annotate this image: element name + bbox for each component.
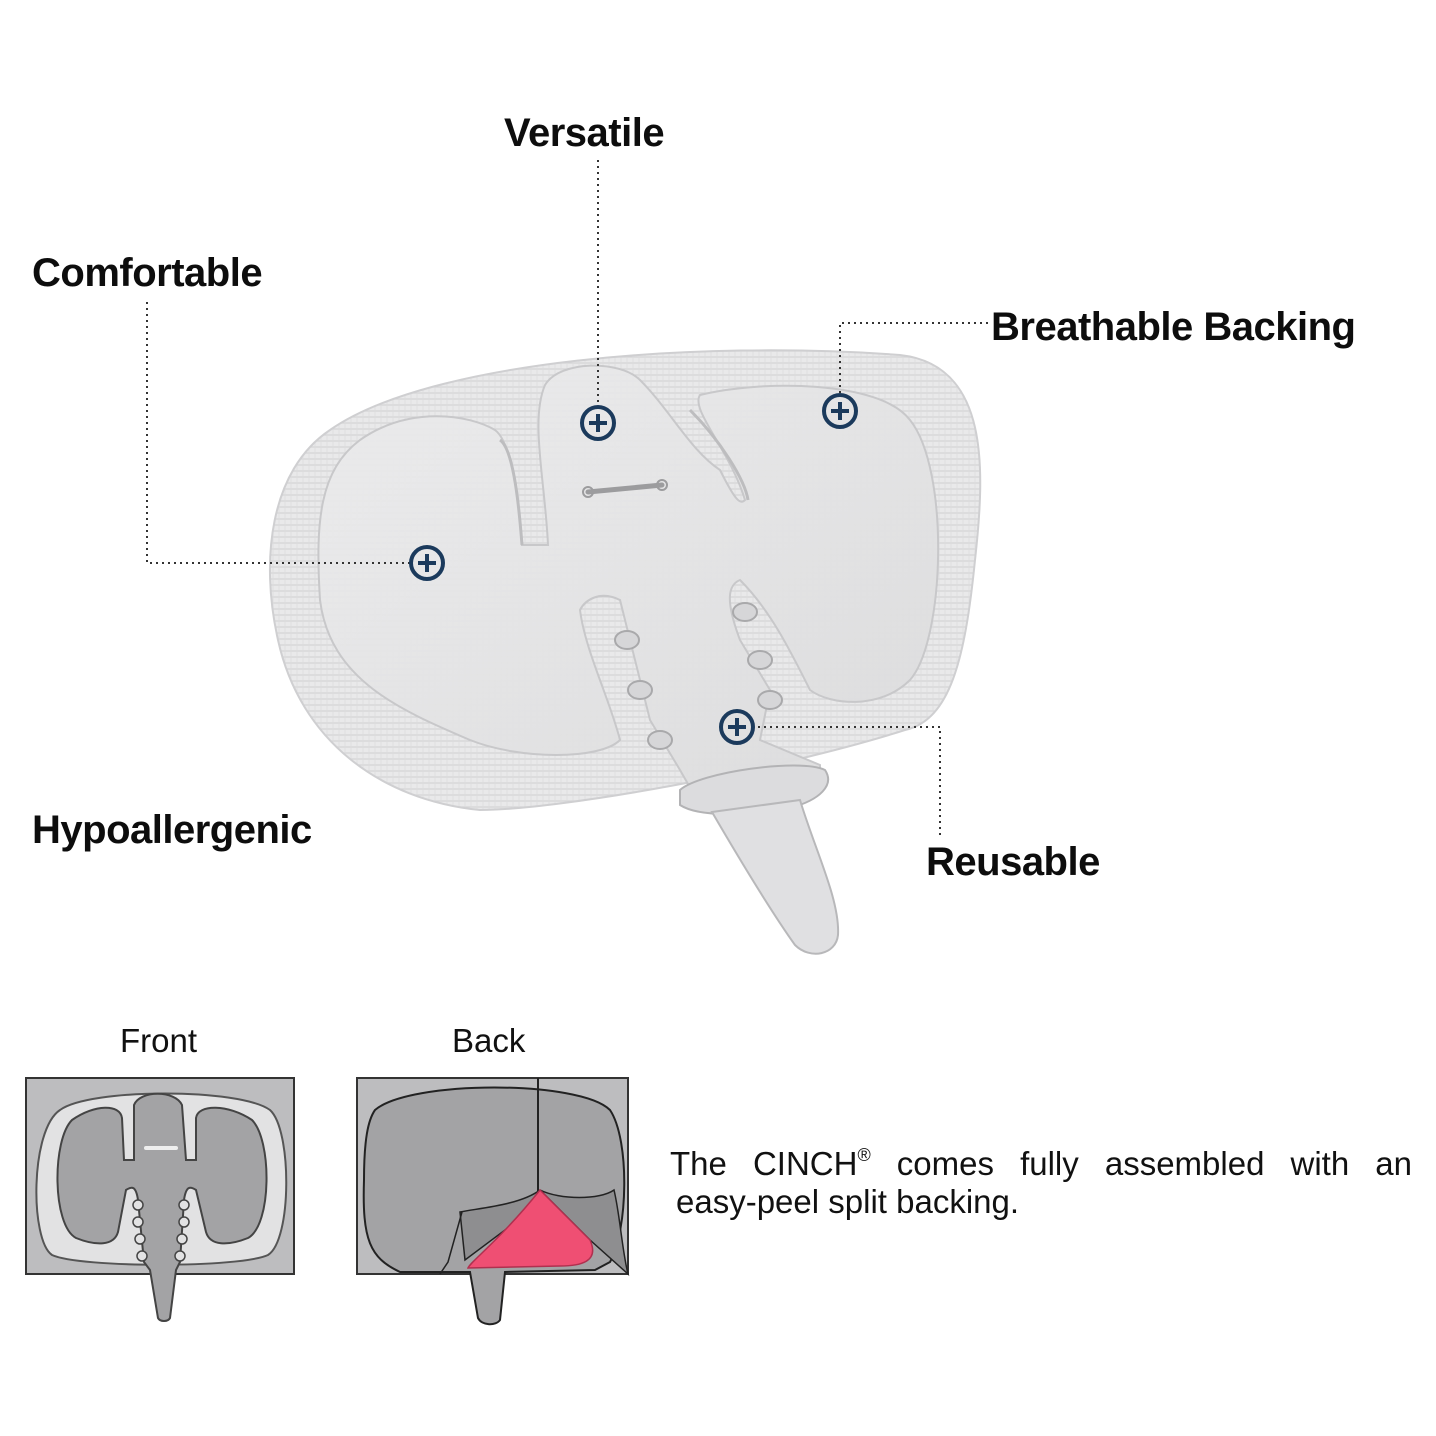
- marker-comfortable: [409, 545, 445, 581]
- gel-body: [317, 364, 940, 807]
- registered-mark: ®: [857, 1145, 871, 1165]
- back-view-label: Back: [452, 1022, 526, 1059]
- caption-word: with: [1290, 1145, 1350, 1182]
- callout-comfortable: Comfortable: [32, 251, 263, 295]
- callout-breathable-backing: Breathable Backing: [991, 305, 1356, 349]
- caption-word-brand: CINCH®: [752, 1145, 871, 1182]
- caption-word: comes: [896, 1145, 994, 1182]
- caption-line-2: easy-peel split backing.: [676, 1183, 1020, 1220]
- caption-word: assembled: [1104, 1145, 1265, 1182]
- back-diagram: [356, 1077, 630, 1326]
- peel-right: [539, 1188, 630, 1277]
- marker-versatile: [580, 405, 616, 441]
- product-illustration: [146, 160, 988, 955]
- marker-reusable: [719, 709, 755, 745]
- leader-lines: [146, 160, 988, 838]
- center-bar: [585, 482, 665, 495]
- caption-line-1: The CINCH® comes fully assembled with an: [670, 1145, 1412, 1183]
- pink-backing: [466, 1188, 594, 1269]
- left-slot: [498, 438, 524, 546]
- caption: The CINCH® comes fully assembled with an…: [670, 1145, 1412, 1221]
- caption-word: fully: [1020, 1145, 1079, 1182]
- front-view-label: Front: [120, 1022, 198, 1059]
- leader-reusable: [752, 726, 941, 838]
- front-diagram: [25, 1077, 295, 1322]
- ladder-notches: [614, 602, 783, 750]
- center-bar-hole-left: [582, 486, 594, 498]
- callout-hypoallergenic: Hypoallergenic: [32, 808, 312, 852]
- tip-spike: [710, 798, 840, 955]
- marker-breathable: [822, 393, 858, 429]
- caption-word: an: [1375, 1145, 1412, 1182]
- center-bar-hole-right: [656, 479, 668, 491]
- right-slot: [688, 408, 750, 501]
- callout-versatile: Versatile: [504, 111, 665, 155]
- caption-word: The: [670, 1145, 727, 1182]
- peel-left: [459, 1189, 541, 1262]
- leader-breathable: [839, 322, 988, 396]
- callout-reusable: Reusable: [926, 840, 1100, 884]
